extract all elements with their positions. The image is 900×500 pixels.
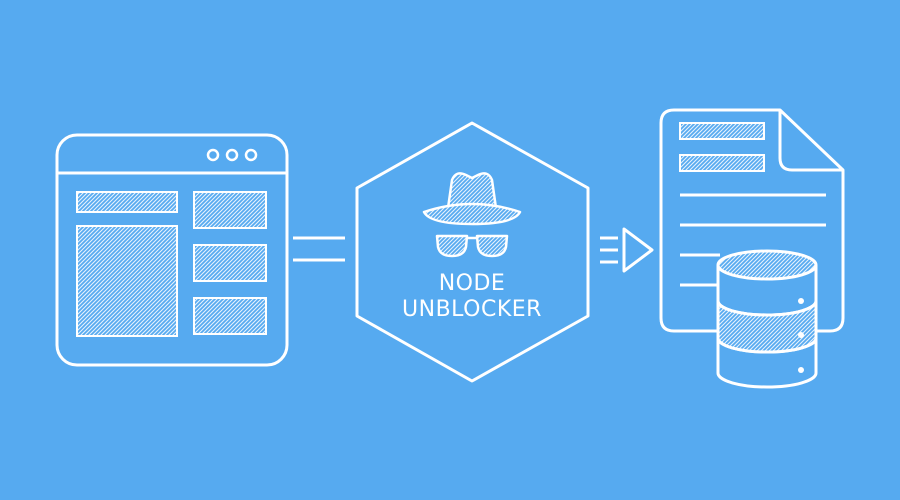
browser-window-icon [55,133,289,367]
main-content-block [76,225,178,337]
sidebar-block-2 [193,244,267,282]
document-icon [659,108,845,333]
proxy-hexagon: NODE UNBLOCKER [355,121,590,383]
proxy-label-line1: NODE [439,271,506,296]
database-indicator-1 [798,298,804,304]
sidebar-block-3 [193,297,267,335]
database-indicator-3 [798,367,804,373]
window-controls [206,148,258,162]
incognito-hat-glasses-icon [422,172,522,258]
arrow-right-icon [600,227,654,273]
double-line-connector-icon [293,236,345,262]
document-heading-block [679,122,765,140]
database-icon [716,249,818,389]
database-indicator-2 [798,332,804,338]
header-block [76,191,178,213]
sidebar-block-1 [193,191,267,229]
proxy-label-line2: UNBLOCKER [402,297,542,322]
document-subheading-block [679,154,765,172]
